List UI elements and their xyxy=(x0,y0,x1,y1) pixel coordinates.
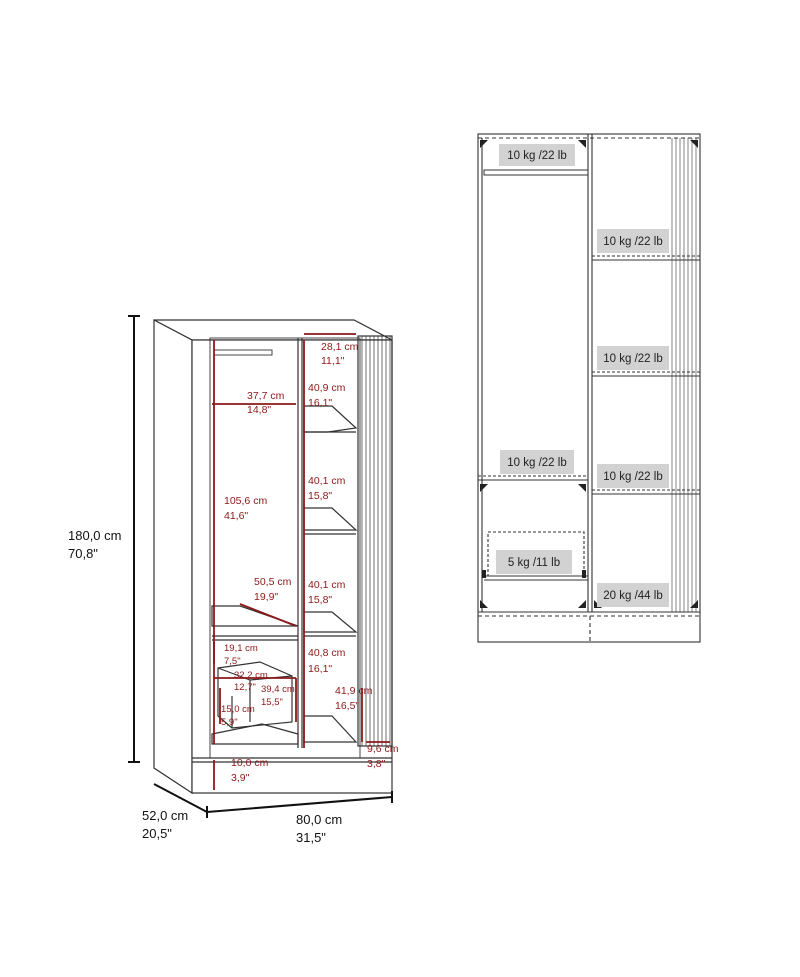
corner-brackets xyxy=(480,140,698,608)
side-in: 3,8" xyxy=(367,758,386,770)
wardrobe-3d-view xyxy=(153,319,393,795)
load-bottom-bg xyxy=(597,583,669,607)
base-cm: 10,0 cm xyxy=(231,757,269,769)
inner-dimension-lines xyxy=(212,333,390,790)
load-shelf-c: 10 kg /22 lb xyxy=(603,471,662,483)
load-shelf-a-bg xyxy=(597,229,669,253)
load-left-shelf: 10 kg /22 lb xyxy=(507,457,566,469)
bottom-in: 16,5" xyxy=(335,700,359,712)
load-shelf-b-bg xyxy=(597,346,669,370)
load-labels: 10 kg /22 lb 10 kg /22 lb 10 kg /22 lb 1… xyxy=(496,144,669,607)
drawer-height-in: 5,9" xyxy=(221,717,238,728)
depth-in: 19,9" xyxy=(254,591,278,603)
slatted-door xyxy=(357,335,393,747)
overall-dimensions xyxy=(128,315,393,818)
shelf3-in: 15,8" xyxy=(308,594,332,606)
shelf4-cm: 40,8 cm xyxy=(308,647,346,659)
load-left-shelf-bg xyxy=(500,450,574,474)
compartment-in: 7,5" xyxy=(224,656,241,667)
load-drawer: 5 kg /11 lb xyxy=(508,557,560,569)
overall-height-in: 70,8" xyxy=(68,546,98,561)
overall-width-in: 31,5" xyxy=(296,830,326,845)
load-shelf-b: 10 kg /22 lb xyxy=(603,353,662,365)
drawer-depth-cm: 39,4 cm xyxy=(261,684,295,695)
drawer-depth-in: 15,5" xyxy=(261,697,283,708)
top-shelf-in: 11,1" xyxy=(321,355,345,367)
drawer-width-in: 12,7" xyxy=(234,682,256,693)
front-rod xyxy=(483,169,589,176)
width-line xyxy=(206,796,393,813)
hang-height-in: 41,6" xyxy=(224,510,248,522)
load-rod-bg xyxy=(499,144,575,166)
load-shelf-a: 10 kg /22 lb xyxy=(603,236,662,248)
wardrobe-top xyxy=(153,319,393,341)
wardrobe-front-view xyxy=(477,133,701,643)
depth-cm: 50,5 cm xyxy=(254,576,292,588)
shelf4-in: 16,1" xyxy=(308,663,332,675)
top-shelf-cm: 28,1 cm xyxy=(321,341,359,353)
load-bottom: 20 kg /44 lb xyxy=(603,590,662,602)
base-in: 3,9" xyxy=(231,772,250,784)
inner-dimension-labels: 28,1 cm 11,1" 37,7 cm 14,8" 40,9 cm 16,1… xyxy=(221,341,399,784)
shelf2-in: 15,8" xyxy=(308,490,332,502)
wardrobe-side-panel xyxy=(153,319,193,795)
load-rod: 10 kg /22 lb xyxy=(507,150,566,162)
depth-line xyxy=(153,783,208,813)
drawer-width-cm: 32,2 cm xyxy=(234,670,268,681)
overall-height-cm: 180,0 cm xyxy=(68,528,121,543)
bottom-cm: 41,9 cm xyxy=(335,685,373,697)
hang-width-cm: 37,7 cm xyxy=(247,390,285,402)
overall-depth-cm: 52,0 cm xyxy=(142,808,188,823)
side-cm: 9,6 cm xyxy=(367,743,399,755)
shelf1-in: 16,1" xyxy=(308,397,332,409)
overall-depth-in: 20,5" xyxy=(142,826,172,841)
hang-width-in: 14,8" xyxy=(247,404,271,416)
overall-width-cm: 80,0 cm xyxy=(296,812,342,827)
load-drawer-bg xyxy=(496,550,572,574)
shelf1-cm: 40,9 cm xyxy=(308,382,346,394)
shelf3-cm: 40,1 cm xyxy=(308,579,346,591)
shelf2-cm: 40,1 cm xyxy=(308,475,346,487)
left-shelf xyxy=(211,605,299,627)
drawer xyxy=(217,661,293,729)
hang-height-cm: 105,6 cm xyxy=(224,495,267,507)
compartment-cm: 19,1 cm xyxy=(224,643,258,654)
load-shelf-c-bg xyxy=(597,464,669,488)
drawer-height-cm: 15,0 cm xyxy=(221,704,255,715)
